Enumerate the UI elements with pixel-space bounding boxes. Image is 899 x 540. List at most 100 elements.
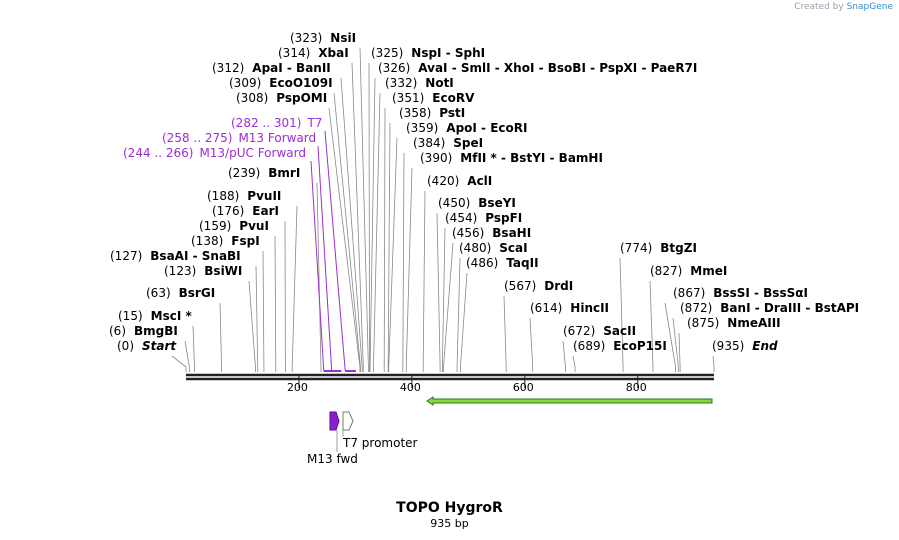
sequence-name: TOPO HygroR (396, 500, 503, 516)
enzyme-site-label[interactable]: (614)HincII (530, 301, 609, 315)
enzyme-site-label[interactable]: (935)End (712, 339, 778, 353)
enzyme-site-label[interactable]: (867)BssSI - BssSαI (673, 286, 808, 300)
enzyme-position: (567) (504, 279, 536, 293)
enzyme-site-label[interactable]: (63)BsrGI (146, 286, 215, 300)
enzyme-site-label[interactable]: (127)BsaAI - SnaBI (110, 249, 241, 263)
enzyme-position: (614) (530, 301, 562, 315)
enzyme-site-label[interactable]: (239)BmrI (228, 166, 300, 180)
enzyme-position: (176) (212, 204, 244, 218)
enzyme-name: SpeI (453, 136, 483, 150)
enzyme-site-label[interactable]: (390)MfII * - BstYI - BamHI (420, 151, 603, 165)
sequence-backbone (186, 373, 714, 381)
enzyme-position: (486) (466, 256, 498, 270)
enzyme-name: EcoRV (432, 91, 475, 105)
enzyme-position: (15) (118, 309, 143, 323)
enzyme-site-label[interactable]: (308)PspOMI (236, 91, 327, 105)
enzyme-site-label[interactable]: (358) PstI (399, 106, 465, 120)
enzyme-site-label[interactable]: (567)DrdI (504, 279, 573, 293)
enzyme-cut-leader (328, 107, 361, 372)
enzyme-site-label[interactable]: (450)BseYI (438, 196, 516, 210)
t7-promoter-label: T7 promoter (342, 436, 418, 450)
enzyme-site-label[interactable]: (480)ScaI (459, 241, 528, 255)
enzyme-site-label[interactable]: (326)AvaI - SmlI - XhoI - BsoBI - PspXI … (378, 61, 697, 75)
enzyme-cut-leader (529, 317, 534, 372)
enzyme-position: (351) (392, 91, 424, 105)
enzyme-site-label[interactable]: (159)PvuI (199, 219, 269, 233)
enzyme-cut-leader (460, 272, 468, 372)
enzyme-name: SacII (603, 324, 636, 338)
primer-label[interactable]: (258 .. 275)M13 Forward (162, 131, 316, 145)
enzyme-position: (332) (385, 76, 417, 90)
enzyme-name: EcoP15I (613, 339, 667, 353)
ruler-tick-label: 400 (400, 381, 421, 394)
enzyme-position: (420) (427, 174, 459, 188)
enzyme-cut-leader (405, 167, 413, 372)
enzyme-name: FspI (231, 234, 259, 248)
enzyme-site-label[interactable]: (454)PspFI (445, 211, 522, 225)
m13-fwd-primer-feature[interactable] (329, 411, 340, 431)
primer-name: M13 Forward (238, 131, 316, 145)
primer-leader (310, 160, 325, 372)
enzyme-name: MfII * - BstYI - BamHI (460, 151, 603, 165)
enzyme-site-label[interactable]: (323)NsiI (290, 31, 356, 45)
enzyme-name: Start (142, 339, 177, 353)
enzyme-cut-leader (184, 340, 190, 372)
ruler-tick-label: 800 (626, 381, 647, 394)
enzyme-cut-leader (274, 235, 277, 372)
m13-fwd-label: M13 fwd (307, 452, 358, 466)
enzyme-cut-leader (291, 205, 298, 372)
enzyme-site-label[interactable]: (332)NotI (385, 76, 454, 90)
enzyme-site-label[interactable]: (123)BsiWI (164, 264, 242, 278)
snapgene-credit: Created by SnapGene (794, 2, 893, 12)
enzyme-site-label[interactable]: (309)EcoO109I (229, 76, 333, 90)
enzyme-site-label[interactable]: (872)BanI - DraIII - BstAPI (680, 301, 859, 315)
enzyme-site-label[interactable]: (774)BtgZI (620, 241, 697, 255)
enzyme-cut-leader (572, 355, 576, 372)
enzyme-site-label[interactable]: (456)BsaHI (452, 226, 531, 240)
enzyme-site-label[interactable]: (188)PvuII (207, 189, 281, 203)
enzyme-site-label[interactable]: (486)TaqII (466, 256, 539, 270)
enzyme-name: BsaHI (492, 226, 531, 240)
enzyme-cut-leader (712, 355, 715, 372)
enzyme-position: (867) (673, 286, 705, 300)
enzyme-cut-leader (503, 295, 507, 372)
enzyme-site-label[interactable]: (384)SpeI (413, 136, 483, 150)
enzyme-site-label[interactable]: (875)NmeAIII (687, 316, 781, 330)
credit-prefix: Created by (794, 2, 844, 12)
primer-label[interactable]: (282 .. 301)T7 (231, 116, 322, 130)
enzyme-labels: (0) Start(6)BmgBI(15)MscI * (63)BsrGI (123)… (109, 31, 859, 353)
enzyme-position: (309) (229, 76, 261, 90)
enzyme-site-label[interactable]: (138)FspI (191, 234, 260, 248)
enzyme-site-label[interactable]: (312)ApaI - BanII (212, 61, 331, 75)
enzyme-site-label[interactable]: (314)XbaI (278, 46, 349, 60)
enzyme-position: (450) (438, 196, 470, 210)
primer-name: T7 (306, 116, 322, 130)
enzyme-site-label[interactable]: (325)NspI - SphI (371, 46, 485, 60)
hygror-feature-arrow[interactable] (426, 396, 713, 406)
enzyme-cut-leader (340, 77, 363, 372)
enzyme-position: (0) (117, 339, 134, 353)
primer-label[interactable]: (244 .. 266)M13/pUC Forward (123, 146, 306, 160)
enzyme-name: AvaI - SmlI - XhoI - BsoBI - PspXI - Pae… (418, 61, 697, 75)
enzyme-site-label[interactable]: (351) EcoRV (392, 91, 475, 105)
t7-promoter-feature[interactable] (342, 411, 354, 431)
enzyme-cut-leader (373, 92, 381, 372)
enzyme-site-label[interactable]: (672)SacII (563, 324, 636, 338)
enzyme-site-label[interactable]: (176)EarI (212, 204, 279, 218)
enzyme-name: PstI (439, 106, 465, 120)
enzyme-site-label[interactable]: (15)MscI * (118, 309, 192, 323)
enzyme-position: (127) (110, 249, 142, 263)
enzyme-site-label[interactable]: (6)BmgBI (109, 324, 178, 338)
enzyme-site-label[interactable]: (0) Start (117, 339, 177, 353)
enzyme-position: (159) (199, 219, 231, 233)
enzyme-position: (358) (399, 106, 431, 120)
enzyme-site-label[interactable]: (420)AclI (427, 174, 492, 188)
enzyme-site-label[interactable]: (827)MmeI (650, 264, 727, 278)
enzyme-cut-leader (248, 280, 256, 372)
enzyme-position: (689) (573, 339, 605, 353)
enzyme-cut-leader (402, 152, 405, 372)
enzyme-cut-leader (422, 190, 426, 372)
enzyme-site-label[interactable]: (359)ApoI - EcoRI (406, 121, 527, 135)
enzyme-position: (323) (290, 31, 322, 45)
enzyme-site-label[interactable]: (689) EcoP15I (573, 339, 667, 353)
